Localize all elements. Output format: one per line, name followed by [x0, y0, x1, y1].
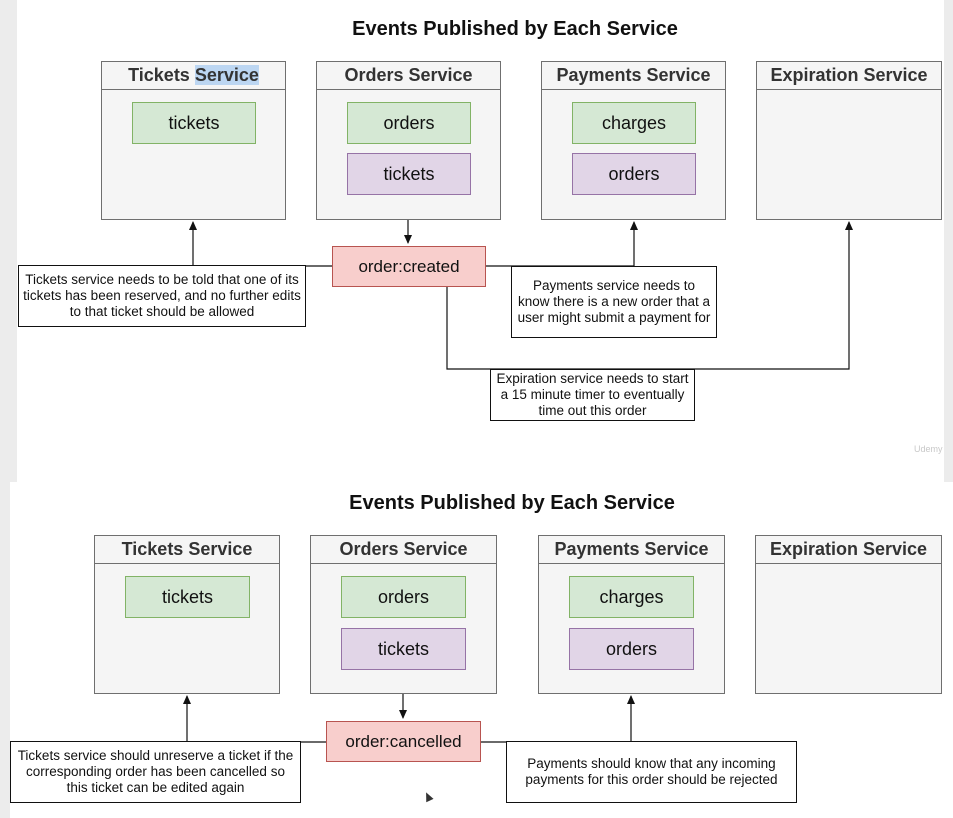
tickets-service-title: Tickets Service: [95, 536, 279, 564]
arrow-event-to-payments: [486, 221, 638, 267]
tickets-event-tickets: tickets: [132, 102, 256, 144]
event-order-cancelled: order:cancelled: [326, 721, 481, 762]
orders-service-title: Orders Service: [317, 62, 500, 90]
diagram-order-cancelled: Events Published by Each Service Tickets…: [0, 482, 953, 818]
event-order-created: order:created: [332, 246, 486, 287]
expiration-service-box: Expiration Service: [756, 61, 942, 220]
text-selection-highlight: Service: [194, 65, 259, 85]
expiration-service-box: Expiration Service: [755, 535, 942, 694]
payments-event-charges: charges: [572, 102, 696, 144]
payments-event-orders: orders: [569, 628, 694, 670]
payments-event-charges: charges: [569, 576, 694, 618]
arrow-event-to-tickets: [183, 695, 326, 743]
tickets-service-title: Tickets Service: [102, 62, 285, 90]
expiration-service-title: Expiration Service: [756, 536, 941, 564]
arrow-event-to-tickets: [189, 221, 332, 267]
diagram-title: Events Published by Each Service: [349, 492, 675, 514]
payments-service-box: Payments Service charges orders: [538, 535, 725, 694]
diagram-order-created: Events Published by Each Service Tickets…: [0, 0, 953, 482]
note-payments: Payments should know that any incoming p…: [506, 741, 797, 803]
payments-service-box: Payments Service charges orders: [541, 61, 726, 220]
payments-event-orders: orders: [572, 153, 696, 195]
orders-service-box: Orders Service orders tickets: [310, 535, 497, 694]
expiration-service-title: Expiration Service: [757, 62, 941, 90]
right-margin-strip: [944, 0, 953, 482]
tickets-service-box: Tickets Service tickets: [94, 535, 280, 694]
left-margin-strip: [0, 482, 10, 818]
arrow-event-to-payments: [481, 695, 635, 743]
left-margin-strip: [0, 0, 17, 482]
orders-event-orders: orders: [341, 576, 466, 618]
payments-service-title: Payments Service: [539, 536, 724, 564]
orders-event-orders: orders: [347, 102, 471, 144]
note-tickets: Tickets service should unreserve a ticke…: [10, 741, 301, 803]
orders-service-title: Orders Service: [311, 536, 496, 564]
tickets-service-box: Tickets Service tickets: [101, 61, 286, 220]
orders-service-box: Orders Service orders tickets: [316, 61, 501, 220]
tickets-event-tickets: tickets: [125, 576, 250, 618]
note-expiration: Expiration service needs to start a 15 m…: [490, 369, 695, 421]
orders-event-tickets: tickets: [341, 628, 466, 670]
note-payments: Payments service needs to know there is …: [511, 266, 717, 338]
watermark: Udemy: [914, 444, 943, 454]
payments-service-title: Payments Service: [542, 62, 725, 90]
diagram-title: Events Published by Each Service: [352, 18, 678, 40]
orders-event-tickets: tickets: [347, 153, 471, 195]
note-tickets: Tickets service needs to be told that on…: [18, 265, 306, 327]
